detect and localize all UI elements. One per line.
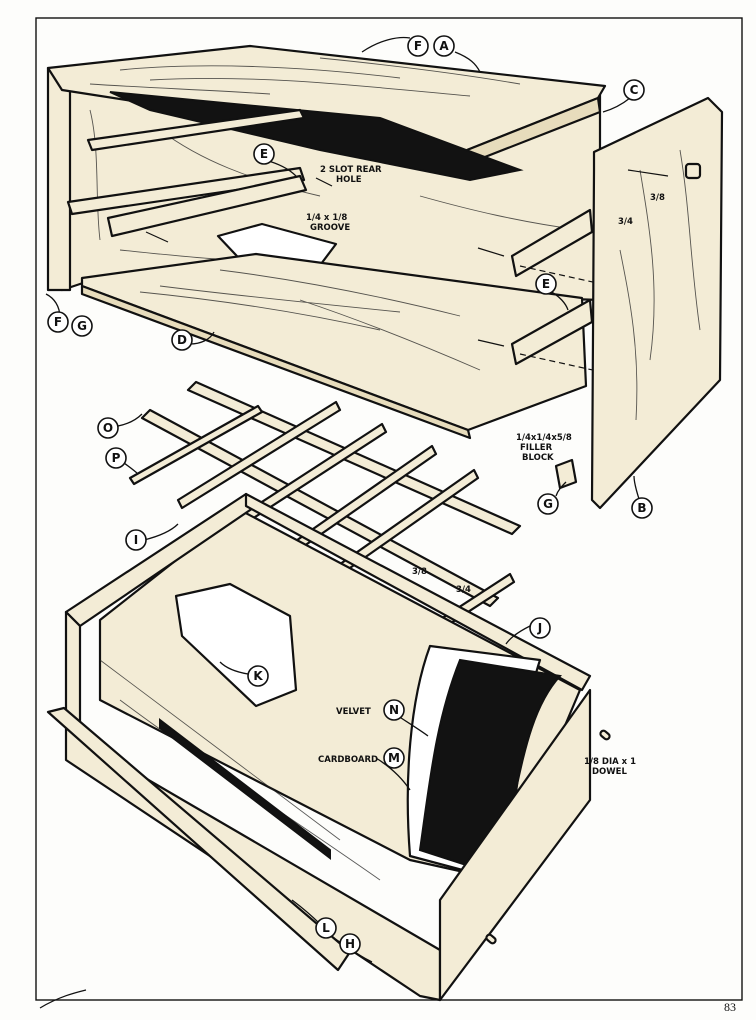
- callout-K: K: [247, 665, 269, 687]
- left-side-panel: [46, 66, 72, 292]
- note-slot-rear-hole-1: 2 SLOT REAR: [320, 165, 382, 175]
- callout-F-bottom: F: [47, 311, 69, 333]
- page-border: [35, 17, 743, 1001]
- rail-E: [106, 174, 308, 238]
- callout-G-filler: G: [537, 493, 559, 515]
- svg-text:F: F: [54, 315, 62, 329]
- callout-A: A: [433, 35, 455, 57]
- callout-P: P: [105, 447, 127, 469]
- note-cardboard: CARDBOARD: [318, 755, 378, 765]
- dim-grid-3-8: 3/8: [412, 567, 427, 577]
- handle-slot: [159, 717, 331, 861]
- pen-mark: [39, 989, 87, 1009]
- dim-grid-3-4: 3/4: [456, 585, 471, 595]
- rail-E-upper: [510, 208, 594, 278]
- callout-J: J: [529, 617, 551, 639]
- note-filler-1: 1/4x1/4x5/8: [516, 433, 572, 443]
- top-shadow: [109, 91, 524, 182]
- svg-text:E: E: [542, 277, 550, 291]
- dim-three-quarter: 3/4: [618, 217, 633, 227]
- svg-text:O: O: [103, 421, 113, 435]
- svg-text:E: E: [260, 147, 268, 161]
- callout-F-top: F: [407, 35, 429, 57]
- note-groove-1: 1/4 x 1/8: [306, 213, 347, 223]
- svg-text:G: G: [77, 319, 87, 333]
- callout-C: C: [623, 79, 645, 101]
- callout-N: N: [383, 699, 405, 721]
- svg-text:J: J: [537, 621, 542, 635]
- svg-text:H: H: [345, 937, 355, 951]
- callout-L: L: [315, 917, 337, 939]
- filler-block: [554, 458, 578, 490]
- callout-O: O: [97, 417, 119, 439]
- note-filler-2: FILLER: [520, 443, 553, 453]
- note-slot-rear-hole-2: HOLE: [336, 175, 362, 185]
- drawer: [46, 492, 611, 1002]
- note-filler-3: BLOCK: [522, 453, 554, 463]
- svg-text:G: G: [543, 497, 553, 511]
- note-dowel-2: DOWEL: [592, 767, 627, 777]
- svg-text:N: N: [389, 703, 399, 717]
- screw: [145, 231, 169, 243]
- page-number: 83: [724, 1000, 736, 1014]
- svg-text:K: K: [253, 669, 263, 683]
- svg-text:B: B: [637, 501, 646, 515]
- note-groove-2: GROOVE: [310, 223, 350, 233]
- dim-three-eighths: 3/8: [650, 193, 665, 203]
- note-velvet: VELVET: [336, 707, 371, 717]
- upper-rail: [86, 108, 306, 152]
- svg-text:L: L: [322, 921, 330, 935]
- cabinet-case: [46, 44, 724, 510]
- note-dowel-1: 1/8 DIA x 1: [584, 757, 636, 767]
- callout-B: B: [631, 497, 653, 519]
- svg-text:I: I: [134, 533, 138, 547]
- callout-H: H: [339, 933, 361, 955]
- callout-M: M: [383, 747, 405, 769]
- slat-P-1: [128, 404, 264, 486]
- middle-rail: [66, 166, 306, 216]
- right-side-panel-B: [590, 96, 724, 510]
- dowel: [599, 729, 611, 741]
- drawer-side-right: [438, 688, 592, 1002]
- callout-I: I: [125, 529, 147, 551]
- svg-text:P: P: [112, 451, 121, 465]
- svg-text:D: D: [177, 333, 187, 347]
- svg-text:F: F: [414, 39, 422, 53]
- callout-E-top: E: [253, 143, 275, 165]
- callout-D: D: [171, 329, 193, 351]
- callout-G-bottom: G: [71, 315, 93, 337]
- svg-text:M: M: [388, 751, 400, 765]
- svg-text:A: A: [439, 39, 449, 53]
- plug: [684, 162, 702, 180]
- svg-text:C: C: [630, 83, 639, 97]
- drawer-side-J: [244, 492, 592, 692]
- callout-E-right: E: [535, 273, 557, 295]
